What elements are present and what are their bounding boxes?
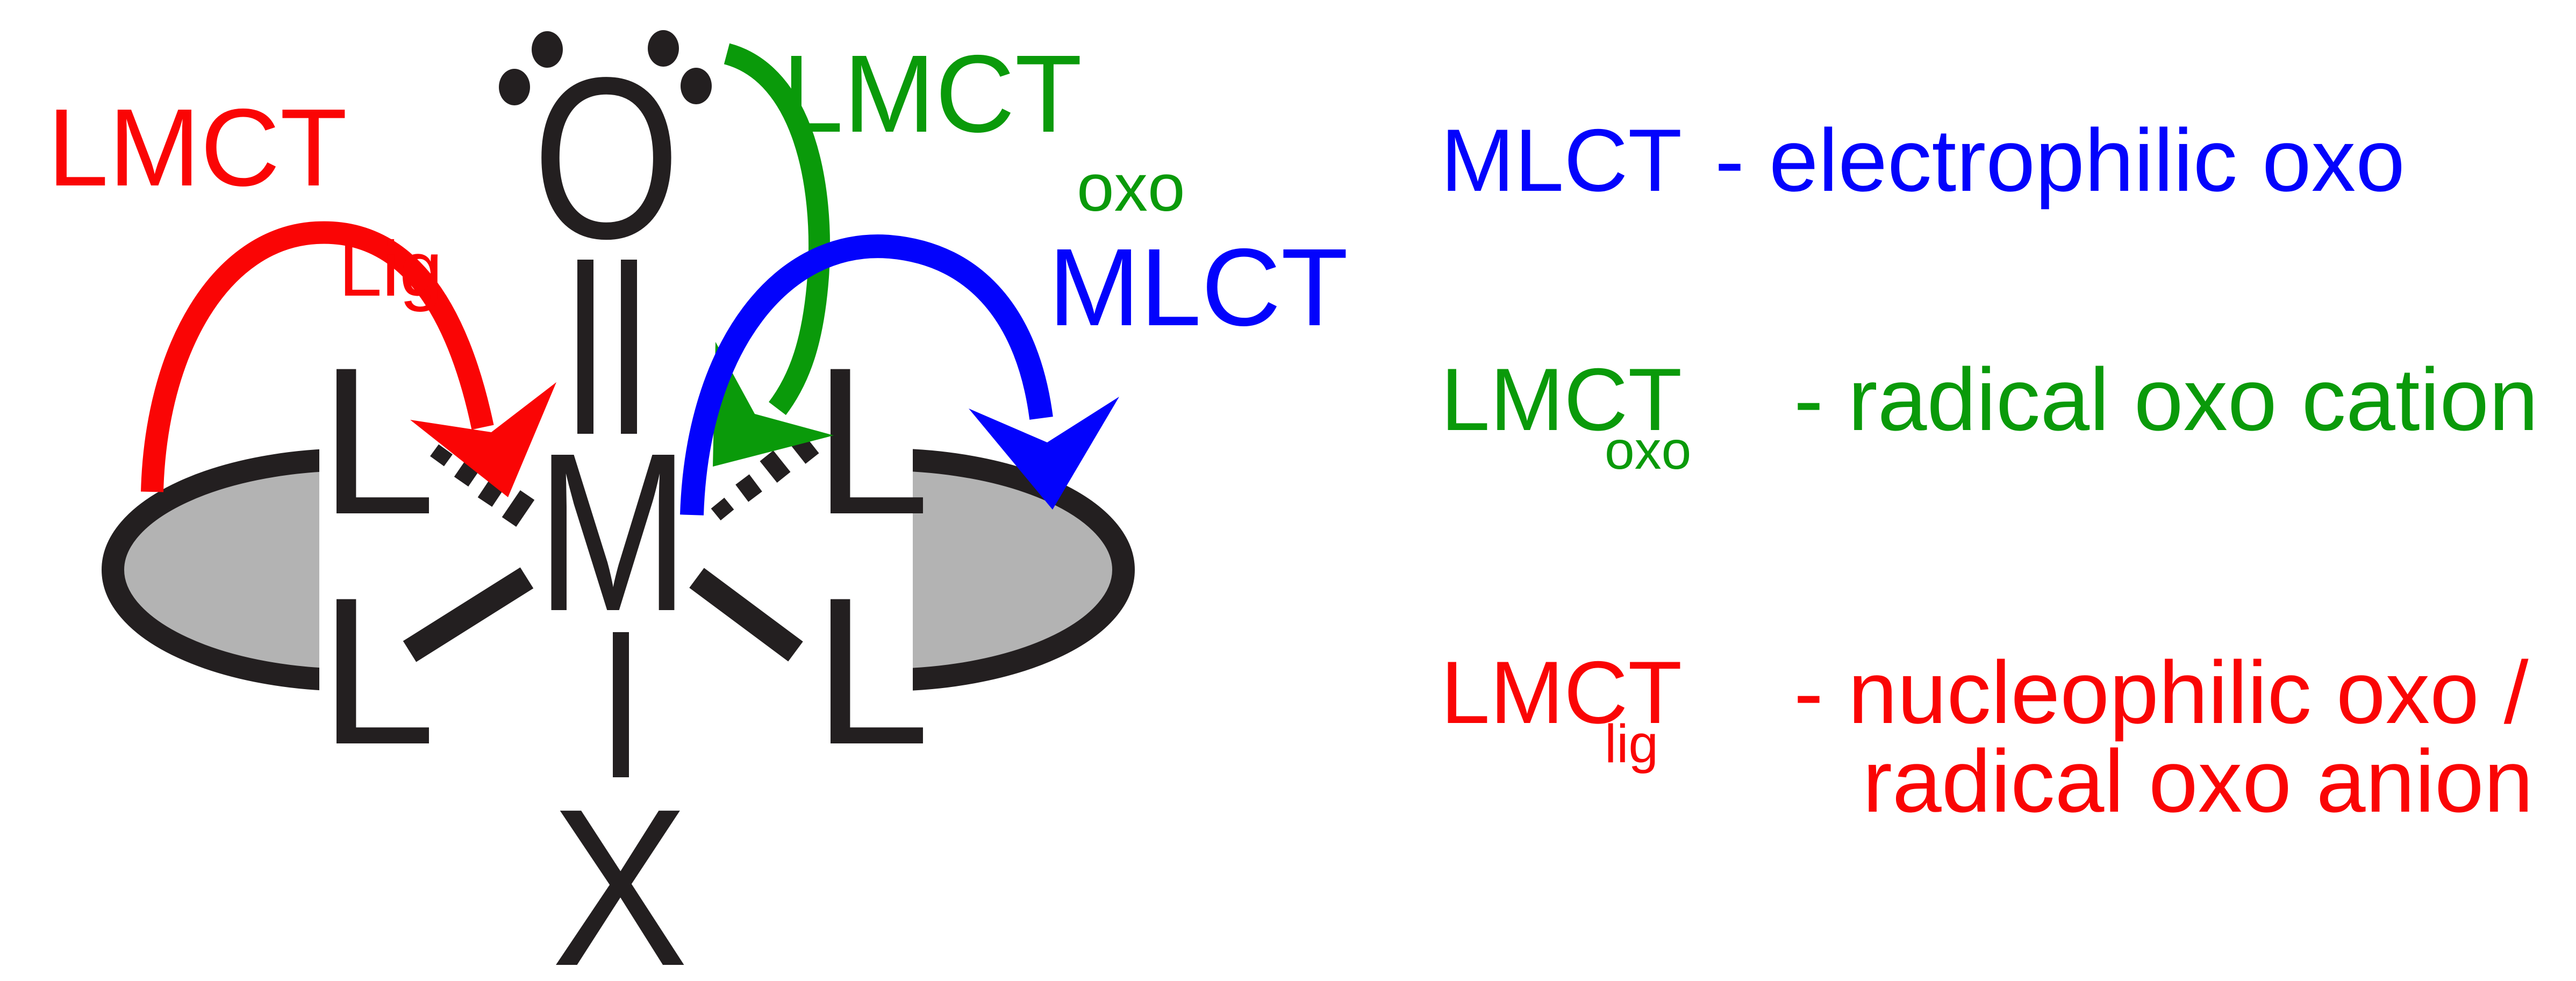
double-bond-left-line	[577, 260, 593, 434]
lmct-oxo-arrowhead	[713, 342, 834, 467]
legend-desc: - nucleophilic oxo /	[1794, 643, 2529, 742]
lone-pair-dots	[499, 30, 712, 105]
legend-term: LMCT	[1441, 643, 1682, 742]
bond-m-x	[613, 632, 629, 777]
legend-item-lmct-lig: LMCT lig - nucleophilic oxo / radical ox…	[1441, 643, 2534, 830]
ligand-bottom-left: L	[319, 554, 436, 788]
diagram-labels: LMCT Lig LMCT oxo MLCT	[47, 32, 1348, 349]
legend: MLCT - electrophilic oxo LMCT oxo - radi…	[1441, 111, 2538, 830]
oxo-atom: O	[533, 30, 681, 287]
ligand-top-right: L	[813, 324, 930, 558]
lmct-oxo-label-sub: oxo	[1077, 151, 1185, 225]
lmct-lig-arrow-shaft	[141, 221, 494, 492]
lone-pair-dot	[681, 68, 712, 104]
legend-term-sub: lig	[1605, 714, 1658, 774]
atom-labels: O M L L L L X	[319, 30, 930, 981]
lone-pair-dot	[499, 69, 530, 105]
double-bond-right-line	[621, 260, 637, 434]
mlct-label: MLCT	[1048, 226, 1348, 349]
ligand-top-left: L	[319, 324, 436, 558]
mlct-arrow	[680, 234, 1119, 515]
mlct-arrowhead	[969, 397, 1119, 510]
legend-term: LMCT	[1441, 350, 1682, 449]
legend-desc: - radical oxo cation	[1794, 350, 2538, 449]
axial-atom: X	[552, 763, 689, 981]
metal-atom: M	[536, 406, 690, 658]
legend-item-lmct-oxo: LMCT oxo - radical oxo cation	[1441, 350, 2538, 481]
lmct-lig-label: LMCT	[47, 86, 347, 209]
legend-term-sub: oxo	[1605, 420, 1691, 481]
bond-m-l-bottom-right	[689, 568, 803, 662]
bond-group	[403, 260, 819, 777]
ligand-bottom-right: L	[813, 554, 930, 788]
right-ellipse-mask	[609, 323, 913, 763]
lmct-lig-arrowhead	[410, 382, 556, 497]
legend-desc: - electrophilic oxo	[1715, 111, 2405, 210]
mlct-arrow-shaft	[680, 234, 1053, 515]
lone-pair-dot	[532, 31, 563, 68]
lmct-lig-label-sub: Lig	[339, 225, 443, 312]
legend-term: MLCT	[1441, 111, 1682, 210]
lmct-oxo-label: LMCT	[782, 32, 1082, 155]
legend-desc-line2: radical oxo anion	[1863, 732, 2534, 830]
lmct-lig-arrow	[141, 221, 556, 497]
legend-item-mlct: MLCT - electrophilic oxo	[1441, 111, 2405, 210]
lone-pair-dot	[648, 30, 679, 67]
bond-m-l-bottom-left	[403, 567, 534, 662]
